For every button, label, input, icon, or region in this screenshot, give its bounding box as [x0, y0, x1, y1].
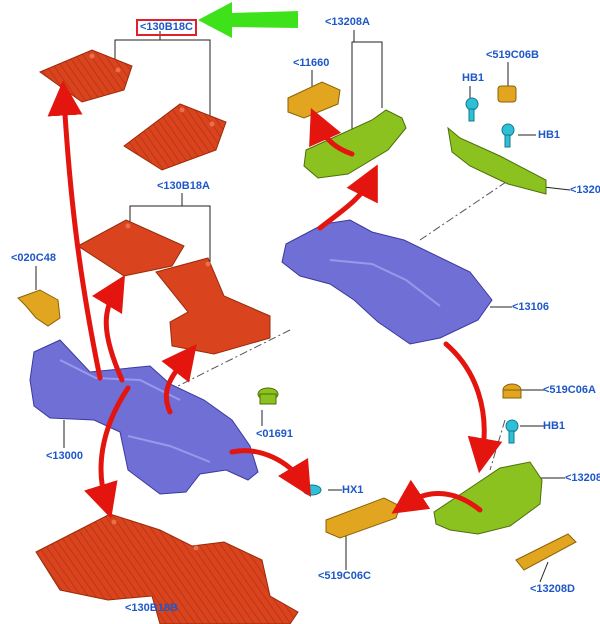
part-label-hb1-mid[interactable]: HB1	[538, 129, 561, 141]
bracket-1320-part	[447, 126, 547, 195]
plug-01691	[257, 387, 279, 405]
hb1-bolt-top	[465, 97, 479, 122]
part-label-hx1[interactable]: HX1	[342, 484, 364, 496]
part-label-130B18A[interactable]: <130B18A	[157, 180, 210, 192]
green-pointer-arrow-icon	[198, 2, 298, 38]
hb1-bolt-low	[505, 419, 519, 444]
part-label-1320[interactable]: <1320	[570, 184, 600, 196]
part-label-13000[interactable]: <13000	[46, 450, 84, 462]
part-label-13208A[interactable]: <13208A	[325, 16, 370, 28]
part-label-13208[interactable]: <13208	[565, 472, 600, 484]
part-label-519C06B[interactable]: <519C06B	[486, 49, 539, 61]
clip-020C48	[17, 289, 61, 327]
red-flow-arrow-icon	[47, 80, 503, 519]
floor-carpet-13106	[281, 219, 493, 345]
bracket-13208A-part	[303, 109, 407, 179]
scuff-519C06C	[325, 497, 401, 539]
bracket-13208A	[351, 41, 383, 160]
bracket-13208-part	[433, 461, 543, 535]
part-label-519C06C[interactable]: <519C06C	[318, 570, 371, 582]
scuff-13208D	[515, 533, 577, 571]
hb1-bolt-mid	[501, 123, 515, 148]
part-label-hb1-top[interactable]: HB1	[462, 72, 485, 84]
part-label-13106[interactable]: <13106	[512, 301, 550, 313]
part-label-020C48[interactable]: <020C48	[11, 252, 56, 264]
part-label-519C06A[interactable]: <519C06A	[543, 384, 596, 396]
floor-mat-130B18C-right	[123, 103, 227, 171]
floor-mat-130B18B	[35, 513, 299, 624]
floor-carpet-13000	[29, 339, 259, 495]
part-label-130B18B[interactable]: <130B18B	[125, 602, 178, 614]
bracket-130B18C	[114, 39, 211, 118]
hx1-nut	[302, 484, 322, 496]
part-label-130B18C[interactable]: <130B18C	[136, 19, 197, 36]
floor-mat-130B18C-left	[38, 49, 133, 103]
part-label-hb1-low[interactable]: HB1	[543, 420, 566, 432]
clip-519C06A	[502, 383, 522, 399]
part-label-11660[interactable]: <11660	[293, 57, 330, 69]
part-label-01691[interactable]: <01691	[256, 428, 294, 440]
floor-mat-130B18A-left	[77, 219, 185, 277]
clip-519C06B	[497, 85, 517, 103]
floor-mat-130B18A-right	[155, 257, 271, 355]
scuff-11660	[287, 81, 341, 119]
part-label-13208D[interactable]: <13208D	[530, 583, 575, 595]
